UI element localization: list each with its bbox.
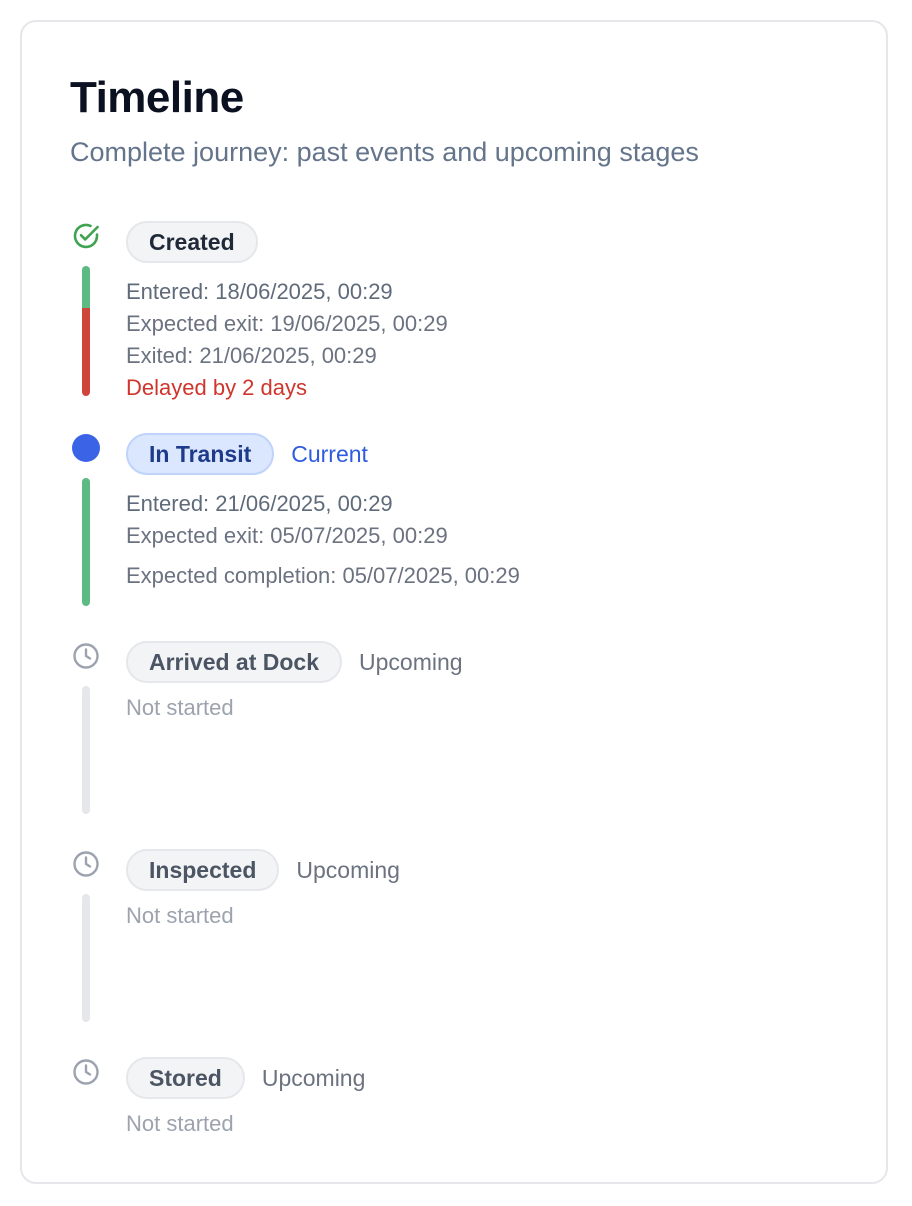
stage-details: Not started <box>126 692 234 724</box>
entered-time: Entered: 18/06/2025, 00:29 <box>126 279 393 304</box>
expected-completion-time: Expected completion: 05/07/2025, 00:29 <box>126 563 520 588</box>
status-tag: Current <box>291 440 368 467</box>
stage-pill[interactable]: Inspected <box>126 849 280 891</box>
status-tag: Upcoming <box>359 648 463 675</box>
stage-header: In Transit Current <box>126 432 368 476</box>
stage-pill[interactable]: In Transit <box>126 433 275 475</box>
stage-pill[interactable]: Stored <box>126 1057 245 1099</box>
stage-header: Stored Upcoming <box>126 1056 365 1100</box>
stage-details: Entered: 18/06/2025, 00:29 Expected exit… <box>126 276 448 404</box>
stage-rail <box>82 894 90 1022</box>
delay-notice: Delayed by 2 days <box>126 375 307 400</box>
card-title: Timeline <box>70 73 244 122</box>
not-started-note: Not started <box>126 1111 234 1136</box>
exited-time: Exited: 21/06/2025, 00:29 <box>126 343 377 368</box>
clock-icon <box>70 640 102 672</box>
stage-pill[interactable]: Arrived at Dock <box>126 641 343 683</box>
status-tag: Upcoming <box>261 1064 366 1091</box>
stage-details: Not started <box>126 1108 234 1140</box>
timeline-card: Timeline Complete journey: past events a… <box>20 20 888 1184</box>
stage-details: Not started <box>126 900 234 932</box>
stage-details: Entered: 21/06/2025, 00:29 Expected exit… <box>126 488 520 592</box>
stage-header: Inspected Upcoming <box>126 848 400 892</box>
not-started-note: Not started <box>126 695 234 720</box>
not-started-note: Not started <box>126 903 234 928</box>
card-subtitle: Complete journey: past events and upcomi… <box>70 137 699 167</box>
stage-rail <box>82 478 90 606</box>
stage-pill[interactable]: Created <box>126 221 258 263</box>
stage-header: Arrived at Dock Upcoming <box>126 640 463 684</box>
expected-exit-time: Expected exit: 05/07/2025, 00:29 <box>126 523 448 548</box>
current-dot-icon <box>70 432 102 464</box>
stage-rail <box>82 686 90 814</box>
status-tag: Upcoming <box>296 856 400 883</box>
stage-rail <box>82 266 90 396</box>
entered-time: Entered: 21/06/2025, 00:29 <box>126 491 393 516</box>
rail-on-time-segment <box>82 266 90 308</box>
check-circle-icon <box>70 220 102 252</box>
rail-delay-segment <box>82 308 90 396</box>
stage-header: Created <box>126 220 258 264</box>
clock-icon <box>70 848 102 880</box>
clock-icon <box>70 1056 102 1088</box>
expected-exit-time: Expected exit: 19/06/2025, 00:29 <box>126 311 448 336</box>
